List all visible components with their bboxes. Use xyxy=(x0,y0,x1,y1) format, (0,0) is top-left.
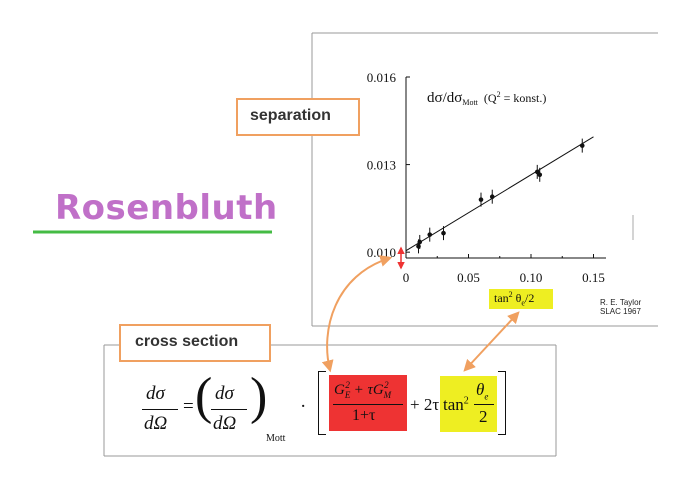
y-tick-label: 0.013 xyxy=(367,158,396,173)
chart-title: dσ/dσMott(Q2 = konst.) xyxy=(427,90,546,107)
x-tick-label: 0.15 xyxy=(582,270,605,285)
mott-numerator: dσ xyxy=(215,383,234,404)
chart-axes xyxy=(405,76,606,259)
tan-text: tan2 xyxy=(443,395,469,414)
cross-section-label: cross section xyxy=(119,324,271,362)
fit-line-segment xyxy=(405,136,594,252)
theta-fraction-bar xyxy=(474,404,494,405)
lhs-numerator: dσ xyxy=(146,383,165,404)
theta-numerator: θe xyxy=(476,380,489,402)
x-tick-label: 0.05 xyxy=(457,270,480,285)
red-highlight xyxy=(329,375,407,431)
data-point xyxy=(441,230,446,236)
multiply-dot: · xyxy=(300,396,307,417)
data-points xyxy=(416,138,585,254)
red-denominator: 1+τ xyxy=(352,407,376,424)
data-point xyxy=(537,172,543,178)
arrow-yellow-to-xlabel xyxy=(463,311,520,372)
arrow-red-to-intercept xyxy=(321,255,393,373)
mott-denominator: dΩ xyxy=(213,413,237,434)
data-point xyxy=(478,197,484,202)
equals-sign: = xyxy=(183,396,194,417)
credit-author: R. E. Taylor xyxy=(600,298,642,307)
data-point xyxy=(489,194,495,199)
right-paren: ) xyxy=(250,368,268,425)
x-axis-label-text: tan2 θe/2 xyxy=(494,290,535,308)
separation-label-text: separation xyxy=(250,107,331,124)
theta-denominator: 2 xyxy=(479,407,488,426)
credit: R. E. Taylor SLAC 1967 xyxy=(600,298,641,316)
red-fraction-bar xyxy=(333,404,403,405)
left-paren: ( xyxy=(195,368,213,425)
red-numerator: GE2 + τGM2 xyxy=(334,380,392,400)
data-point xyxy=(417,239,423,245)
title-rosenbluth: Rosenbluth xyxy=(55,188,278,228)
y-tick-label: 0.016 xyxy=(367,70,397,85)
fit-line xyxy=(405,136,594,252)
cross-section-label-text: cross section xyxy=(135,333,239,350)
data-point xyxy=(427,232,433,237)
separation-label: separation xyxy=(236,98,360,136)
credit-source: SLAC 1967 xyxy=(600,307,641,316)
lhs-denominator: dΩ xyxy=(144,413,168,434)
data-point xyxy=(579,143,585,148)
x-axis-label xyxy=(489,289,553,309)
mott-subscript: Mott xyxy=(266,433,286,444)
lhs-fraction-bar xyxy=(142,409,178,410)
x-tick-label: 0 xyxy=(403,270,410,285)
x-tick-label: 0.10 xyxy=(520,270,543,285)
mott-fraction-bar xyxy=(211,409,247,410)
